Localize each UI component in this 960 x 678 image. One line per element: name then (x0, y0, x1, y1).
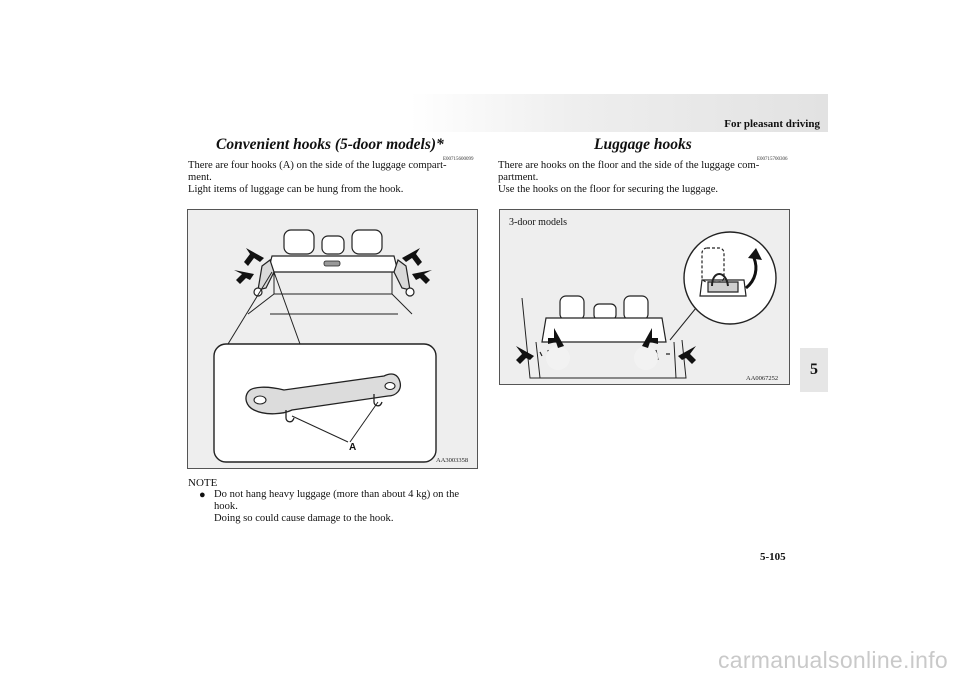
hook-ring (253, 287, 263, 297)
text-line: partment. (498, 172, 539, 183)
leader-line (349, 401, 379, 443)
floor-hooks-figure: 3-door models AA0067252 (499, 209, 790, 385)
header-band (410, 94, 828, 132)
bullet-item: ● Do not hang heavy luggage (more than a… (199, 489, 475, 501)
cargo-outline (273, 272, 393, 295)
floor-hooks-illustration (516, 231, 777, 379)
bullet-continuation: Doing so could cause damage to the hook. (199, 513, 475, 525)
text-line: Use the hooks on the floor for securing … (498, 184, 719, 195)
right-section-code: E00715700306 (757, 157, 788, 162)
text-line: There are hooks on the floor and the sid… (498, 160, 760, 171)
arrow-icon (516, 346, 534, 364)
callout-line (227, 271, 273, 345)
section-title: For pleasant driving (724, 118, 820, 130)
hook-circle (634, 346, 658, 370)
headrest (559, 295, 585, 321)
note-bullets: ● Do not hang heavy luggage (more than a… (199, 489, 475, 525)
hooks-illustration (213, 229, 437, 463)
arrow-icon (234, 270, 254, 284)
leader-line (291, 415, 349, 443)
headrest (351, 229, 383, 255)
model-label: 3-door models (509, 217, 568, 228)
right-paragraph: There are hooks on the floor and the sid… (498, 160, 788, 196)
hook-loop (711, 273, 729, 287)
left-heading: Convenient hooks (5-door models)* (216, 136, 444, 153)
text-line: There are four hooks (A) on the side of … (188, 160, 447, 171)
right-heading: Luggage hooks (594, 136, 692, 153)
chapter-tab: 5 (800, 348, 828, 392)
bracket-hole (384, 381, 396, 391)
hook-circle (546, 346, 570, 370)
detail-circle (683, 231, 777, 325)
page-number: 5-105 (760, 551, 786, 563)
cargo-edge (247, 293, 275, 315)
left-section-code: E00715600099 (443, 157, 474, 162)
headrest (321, 235, 345, 255)
hook-plate (699, 279, 747, 297)
note-title: NOTE (188, 477, 218, 489)
floor-edge (535, 341, 677, 379)
callout-line (669, 307, 697, 341)
hook-bracket-right (393, 259, 411, 291)
hook-bracket-left (257, 259, 275, 291)
arrow-icon (244, 248, 264, 266)
arrow-icon (548, 328, 564, 348)
hook-bracket-detail (245, 373, 402, 415)
hooks-figure: A AA3003358 (187, 209, 478, 469)
arrow-icon (412, 270, 432, 284)
arrow-icon (402, 248, 422, 266)
bullet-text: Do not hang heavy luggage (more than abo… (214, 489, 460, 500)
bullet-text: Doing so could cause damage to the hook. (214, 513, 394, 524)
callout-line (273, 271, 301, 345)
bullet-continuation: hook. (199, 501, 475, 513)
hook-detail (373, 394, 383, 407)
bullet-text: hook. (214, 501, 238, 512)
text-line: ment. (188, 172, 212, 183)
cover-handle (323, 260, 341, 267)
bullet-icon: ● (199, 489, 206, 501)
rotate-arrow (745, 257, 758, 290)
arrow-head-icon (748, 248, 762, 260)
left-paragraph: There are four hooks (A) on the side of … (188, 160, 475, 196)
hook-ring (405, 287, 415, 297)
seat-back (541, 317, 667, 343)
hook-detail (285, 410, 295, 423)
figure-code: AA0067252 (746, 375, 779, 382)
headrest (283, 229, 315, 255)
cargo-edge (391, 293, 413, 315)
hook-label: A (349, 442, 357, 453)
bracket-hole (253, 395, 267, 405)
arrow-icon (642, 328, 658, 348)
figure-code: AA3003358 (436, 457, 469, 464)
watermark: carmanualsonline.info (717, 647, 948, 673)
arrow-icon (678, 346, 696, 364)
headrest (623, 295, 649, 321)
text-line: Light items of luggage can be hung from … (188, 184, 404, 195)
